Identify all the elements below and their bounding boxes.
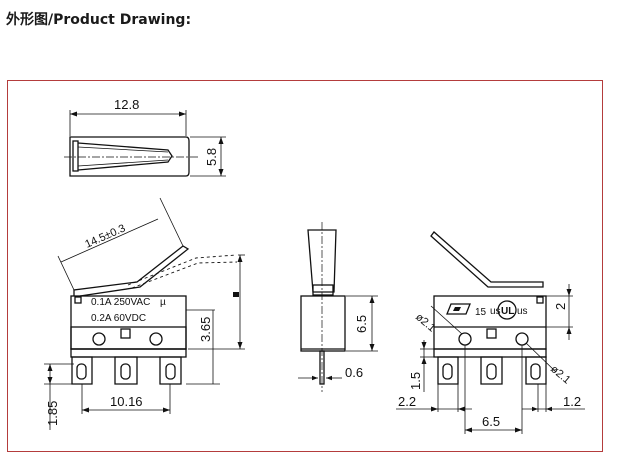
mounting-hole xyxy=(92,332,106,346)
top-view-inner-line xyxy=(77,159,169,167)
page-title: 外形图/Product Drawing: xyxy=(6,12,192,28)
extension-line xyxy=(57,255,75,291)
dimension-arrows xyxy=(532,406,552,412)
rear-view-base xyxy=(433,348,547,358)
lever-free-position xyxy=(131,261,238,289)
rear-view-lever xyxy=(430,231,544,288)
side-view-actuator xyxy=(307,229,337,293)
ul-logo-icon: UL xyxy=(497,300,517,320)
svg-text:UL: UL xyxy=(501,306,514,317)
leader-line xyxy=(430,305,463,335)
terminal xyxy=(71,356,93,385)
terminal xyxy=(159,356,182,385)
rear-view: 15 UL us us ø2.1 ø2.1 2 xyxy=(396,231,585,434)
terminal xyxy=(525,356,547,385)
ccc-logo-icon xyxy=(446,303,471,315)
terminal-hole xyxy=(486,363,497,380)
dimension-line xyxy=(60,218,159,263)
terminal xyxy=(437,356,459,385)
dim-front-height: 3.65 xyxy=(198,317,213,342)
dimension-arrows xyxy=(312,375,332,381)
terminal-hole xyxy=(530,363,541,380)
leader-line xyxy=(525,342,557,373)
center-mark xyxy=(486,328,497,339)
dim-rear-2-2: 2.2 xyxy=(398,394,416,409)
front-view-base xyxy=(70,348,187,358)
top-view-outline xyxy=(69,136,190,177)
dim-rear-1-2: 1.2 xyxy=(563,394,581,409)
mounting-hole xyxy=(149,332,163,346)
terminal xyxy=(480,356,503,385)
terminal-hole xyxy=(76,363,87,380)
extension-line xyxy=(159,197,184,247)
dim-top-height: 5.8 xyxy=(204,148,219,166)
front-view: 0.1A 250VAC 0.2A 60VDC µ 14.5±0.3 3.65 xyxy=(44,197,245,430)
cert-us-left: us xyxy=(490,306,501,317)
top-view-taper xyxy=(77,142,173,171)
side-view-body xyxy=(300,295,346,352)
mounting-hole xyxy=(458,332,472,346)
dim-rear-top: 2 xyxy=(553,303,568,310)
dim-terminal-width: 1.85 xyxy=(45,401,60,426)
center-mark xyxy=(120,328,131,339)
ul-mark-icon: µ xyxy=(160,297,166,308)
rating-line-1: 0.1A 250VAC xyxy=(91,297,150,308)
side-view: 6.5 0.6 xyxy=(298,222,378,392)
drawing-frame xyxy=(7,80,603,452)
dim-rear-6-5: 6.5 xyxy=(482,414,500,429)
dim-hole-right: ø2.1 xyxy=(548,363,573,386)
dim-lever-length: 14.5±0.3 xyxy=(83,222,127,250)
top-view-plunger xyxy=(72,140,79,172)
cert-us-right: us xyxy=(517,306,528,317)
dim-side-terminal: 0.6 xyxy=(345,365,363,380)
rating-line-2: 0.2A 60VDC xyxy=(91,313,146,324)
terminal xyxy=(114,356,138,385)
top-view-inner-line xyxy=(77,146,169,153)
dim-top-width: 12.8 xyxy=(114,97,139,112)
dim-rear-1-5: 1.5 xyxy=(408,372,423,390)
lever-free-position xyxy=(127,254,237,286)
cert-number: 15 xyxy=(475,307,487,318)
terminals xyxy=(71,356,182,385)
dimension-arrows xyxy=(431,406,465,412)
top-view: 12.8 5.8 xyxy=(64,97,226,177)
dimension-arrows xyxy=(47,364,53,384)
terminal-hole xyxy=(120,363,131,380)
marker-icon xyxy=(233,292,239,297)
dimension-arrows xyxy=(465,427,522,433)
dim-pitch: 10.16 xyxy=(110,394,143,409)
side-view-actuator-base xyxy=(312,284,334,296)
terminal-hole xyxy=(442,363,453,380)
terminal-hole xyxy=(165,363,176,380)
plunger-tab xyxy=(536,296,544,304)
plunger-tab xyxy=(74,296,82,304)
dimension-arrows xyxy=(421,342,427,364)
dim-side-body: 6.5 xyxy=(354,315,369,333)
front-view-lever xyxy=(73,245,190,297)
